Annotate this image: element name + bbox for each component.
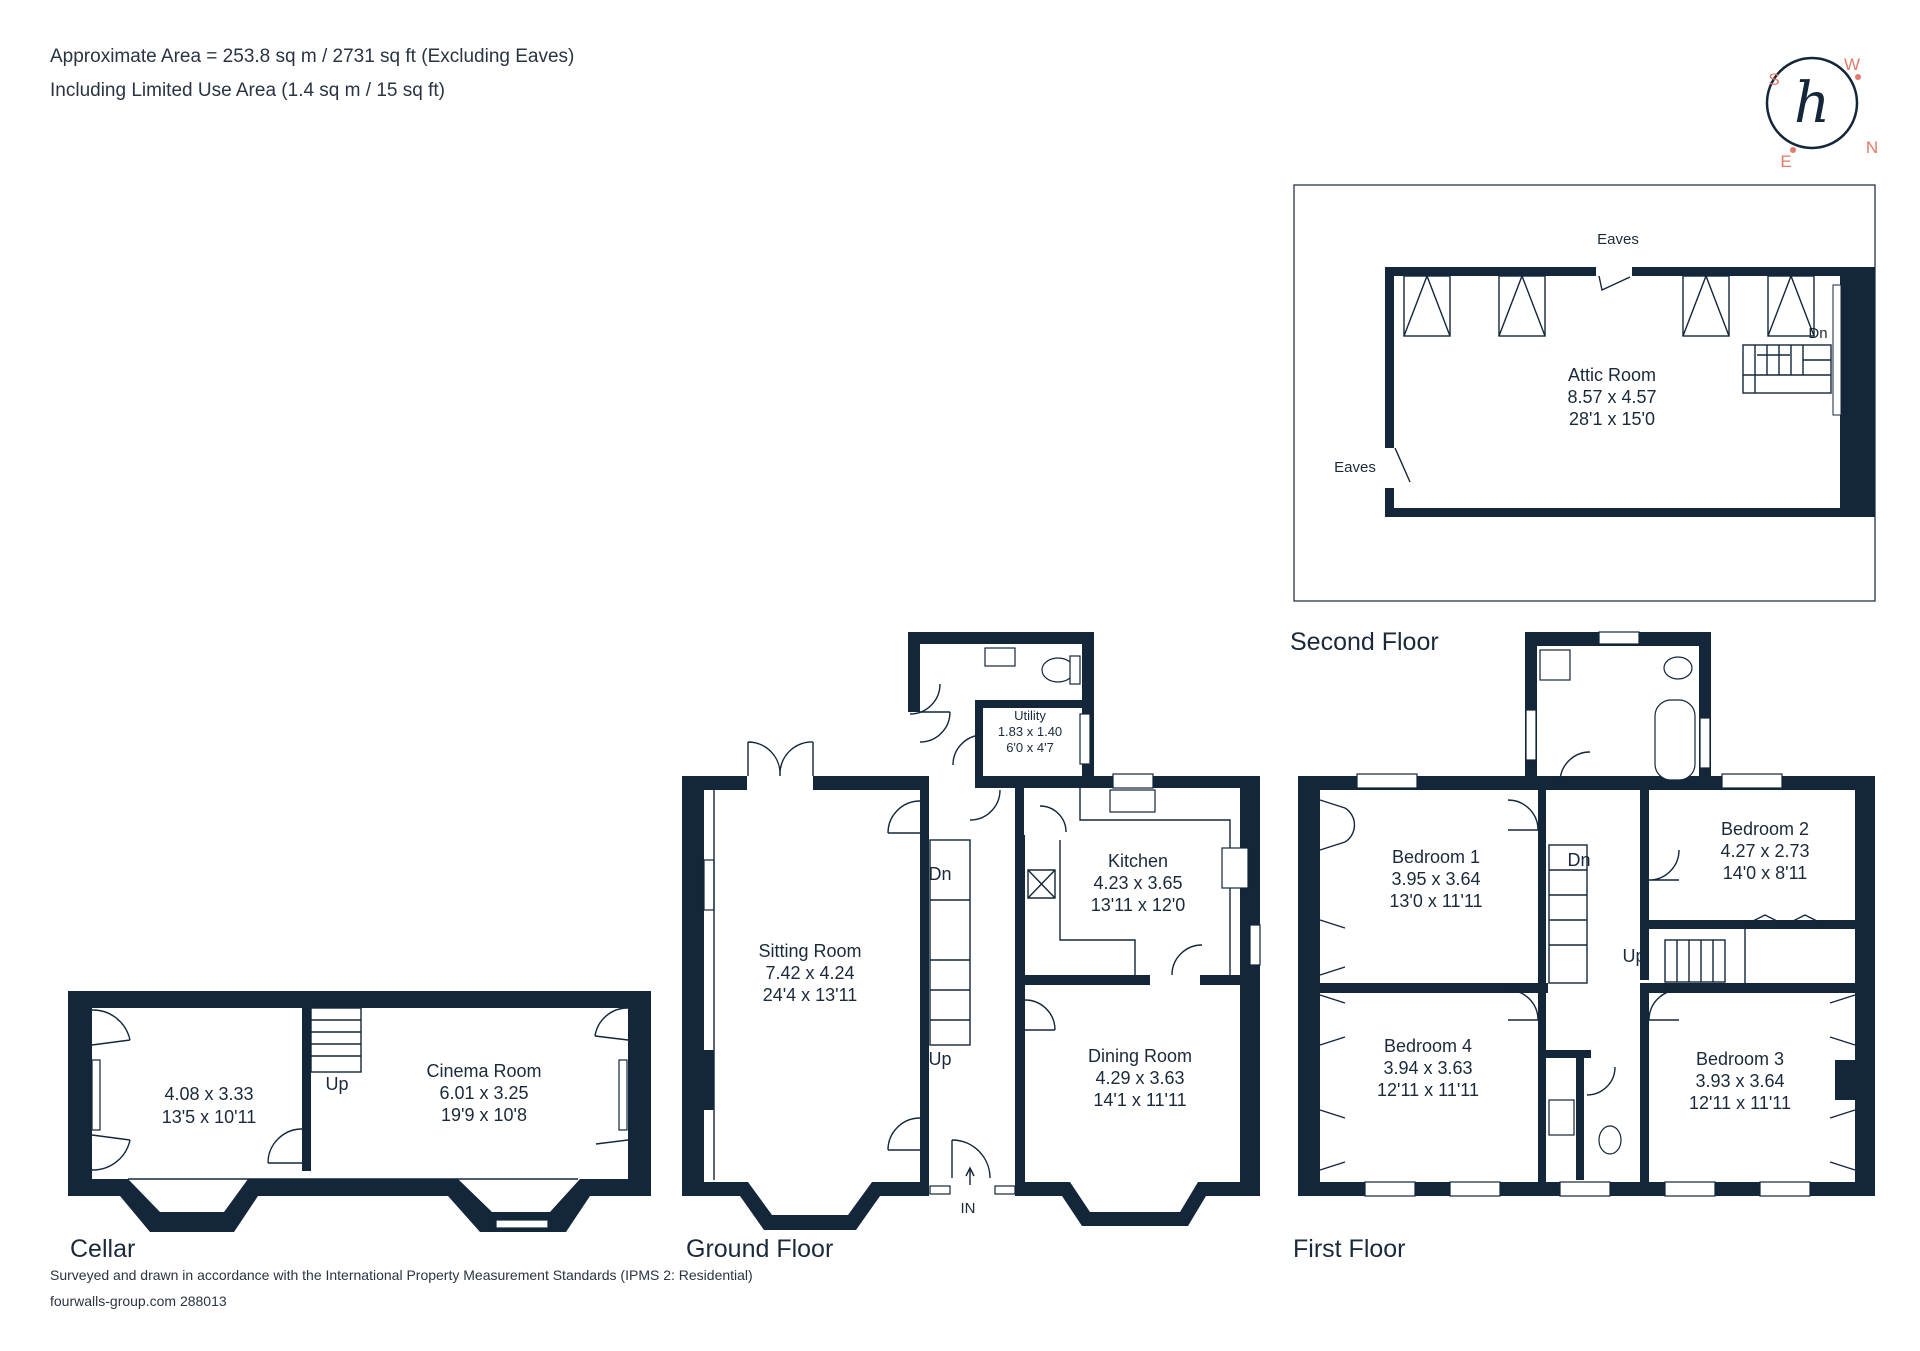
first-floor-title: First Floor bbox=[1293, 1235, 1406, 1263]
bedroom2-name: Bedroom 2 bbox=[1721, 819, 1809, 839]
bedroom1-name: Bedroom 1 bbox=[1392, 847, 1480, 867]
dining-room-imperial: 14'1 x 11'11 bbox=[1093, 1090, 1186, 1110]
cellar-title: Cellar bbox=[70, 1235, 135, 1263]
ground-floor-plan: Utility 1.83 x 1.40 6'0 x 4'7 Dn Up IN S… bbox=[682, 632, 1261, 1263]
limited-use-area-text: Including Limited Use Area (1.4 sq m / 1… bbox=[50, 80, 445, 101]
bedroom4-name: Bedroom 4 bbox=[1384, 1036, 1472, 1056]
cellar-plan: 4.08 x 3.33 13'5 x 10'11 Up Cinema Room … bbox=[68, 991, 651, 1263]
bedroom3-metric: 3.93 x 3.64 bbox=[1695, 1071, 1784, 1091]
dining-room-name: Dining Room bbox=[1088, 1046, 1192, 1066]
bedroom1-imperial: 13'0 x 11'11 bbox=[1389, 891, 1482, 911]
eaves-label-left: Eaves bbox=[1334, 459, 1376, 476]
cinema-room-name: Cinema Room bbox=[426, 1061, 541, 1081]
bedroom4-imperial: 12'11 x 11'11 bbox=[1377, 1080, 1479, 1100]
bedroom2-metric: 4.27 x 2.73 bbox=[1720, 841, 1809, 861]
cinema-room-metric: 6.01 x 3.25 bbox=[439, 1083, 528, 1103]
second-floor-title: Second Floor bbox=[1290, 628, 1439, 656]
utility-imperial: 6'0 x 4'7 bbox=[1006, 740, 1054, 755]
sitting-room-name: Sitting Room bbox=[758, 941, 861, 961]
kitchen-name: Kitchen bbox=[1108, 851, 1168, 871]
cinema-room-imperial: 19'9 x 10'8 bbox=[441, 1105, 527, 1125]
cellar-up-label: Up bbox=[325, 1074, 348, 1094]
utility-name: Utility bbox=[1014, 708, 1046, 723]
attic-room-metric: 8.57 x 4.57 bbox=[1567, 387, 1656, 407]
first-floor-plan: Dn Up Bedroom 1 3.95 x 3.64 13'0 x 11'11… bbox=[1293, 631, 1875, 1263]
compass-s: S bbox=[1768, 70, 1779, 89]
attic-room-name: Attic Room bbox=[1568, 365, 1656, 385]
first-dn-label: Dn bbox=[1567, 850, 1590, 870]
bedroom3-name: Bedroom 3 bbox=[1696, 1049, 1784, 1069]
approximate-area-text: Approximate Area = 253.8 sq m / 2731 sq … bbox=[50, 46, 575, 67]
reference-note: fourwalls-group.com 288013 bbox=[50, 1293, 227, 1309]
kitchen-imperial: 13'11 x 12'0 bbox=[1091, 895, 1186, 915]
bedroom4-metric: 3.94 x 3.63 bbox=[1383, 1058, 1472, 1078]
compass-e: E bbox=[1780, 152, 1791, 171]
ground-dn-label: Dn bbox=[928, 864, 951, 884]
bedroom1-metric: 3.95 x 3.64 bbox=[1391, 869, 1480, 889]
second-floor-plan: Eaves Eaves Dn Attic Room 8.57 x 4.57 28… bbox=[1290, 184, 1876, 656]
eaves-label-top: Eaves bbox=[1597, 231, 1639, 248]
bedroom2-imperial: 14'0 x 8'11 bbox=[1723, 863, 1808, 883]
compass-logo: h S W E N bbox=[1765, 55, 1878, 171]
first-up-label: Up bbox=[1622, 946, 1645, 966]
front-door-in-label: IN bbox=[961, 1200, 976, 1217]
utility-metric: 1.83 x 1.40 bbox=[998, 724, 1062, 739]
compass-logo-letter: h bbox=[1794, 71, 1830, 136]
attic-room-imperial: 28'1 x 15'0 bbox=[1569, 409, 1655, 429]
attic-dn-label: Dn bbox=[1808, 325, 1827, 342]
cellar-room-metric: 4.08 x 3.33 bbox=[164, 1084, 253, 1104]
ground-up-label: Up bbox=[928, 1049, 951, 1069]
kitchen-metric: 4.23 x 3.65 bbox=[1093, 873, 1182, 893]
dining-room-metric: 4.29 x 3.63 bbox=[1095, 1068, 1184, 1088]
ground-floor-title: Ground Floor bbox=[686, 1235, 833, 1263]
sitting-room-metric: 7.42 x 4.24 bbox=[765, 963, 854, 983]
standards-note: Surveyed and drawn in accordance with th… bbox=[50, 1267, 753, 1283]
cellar-room-imperial: 13'5 x 10'11 bbox=[162, 1107, 257, 1127]
compass-w: W bbox=[1844, 55, 1860, 74]
bedroom3-imperial: 12'11 x 11'11 bbox=[1689, 1093, 1791, 1113]
sitting-room-imperial: 24'4 x 13'11 bbox=[763, 985, 858, 1005]
compass-n: N bbox=[1866, 138, 1878, 157]
